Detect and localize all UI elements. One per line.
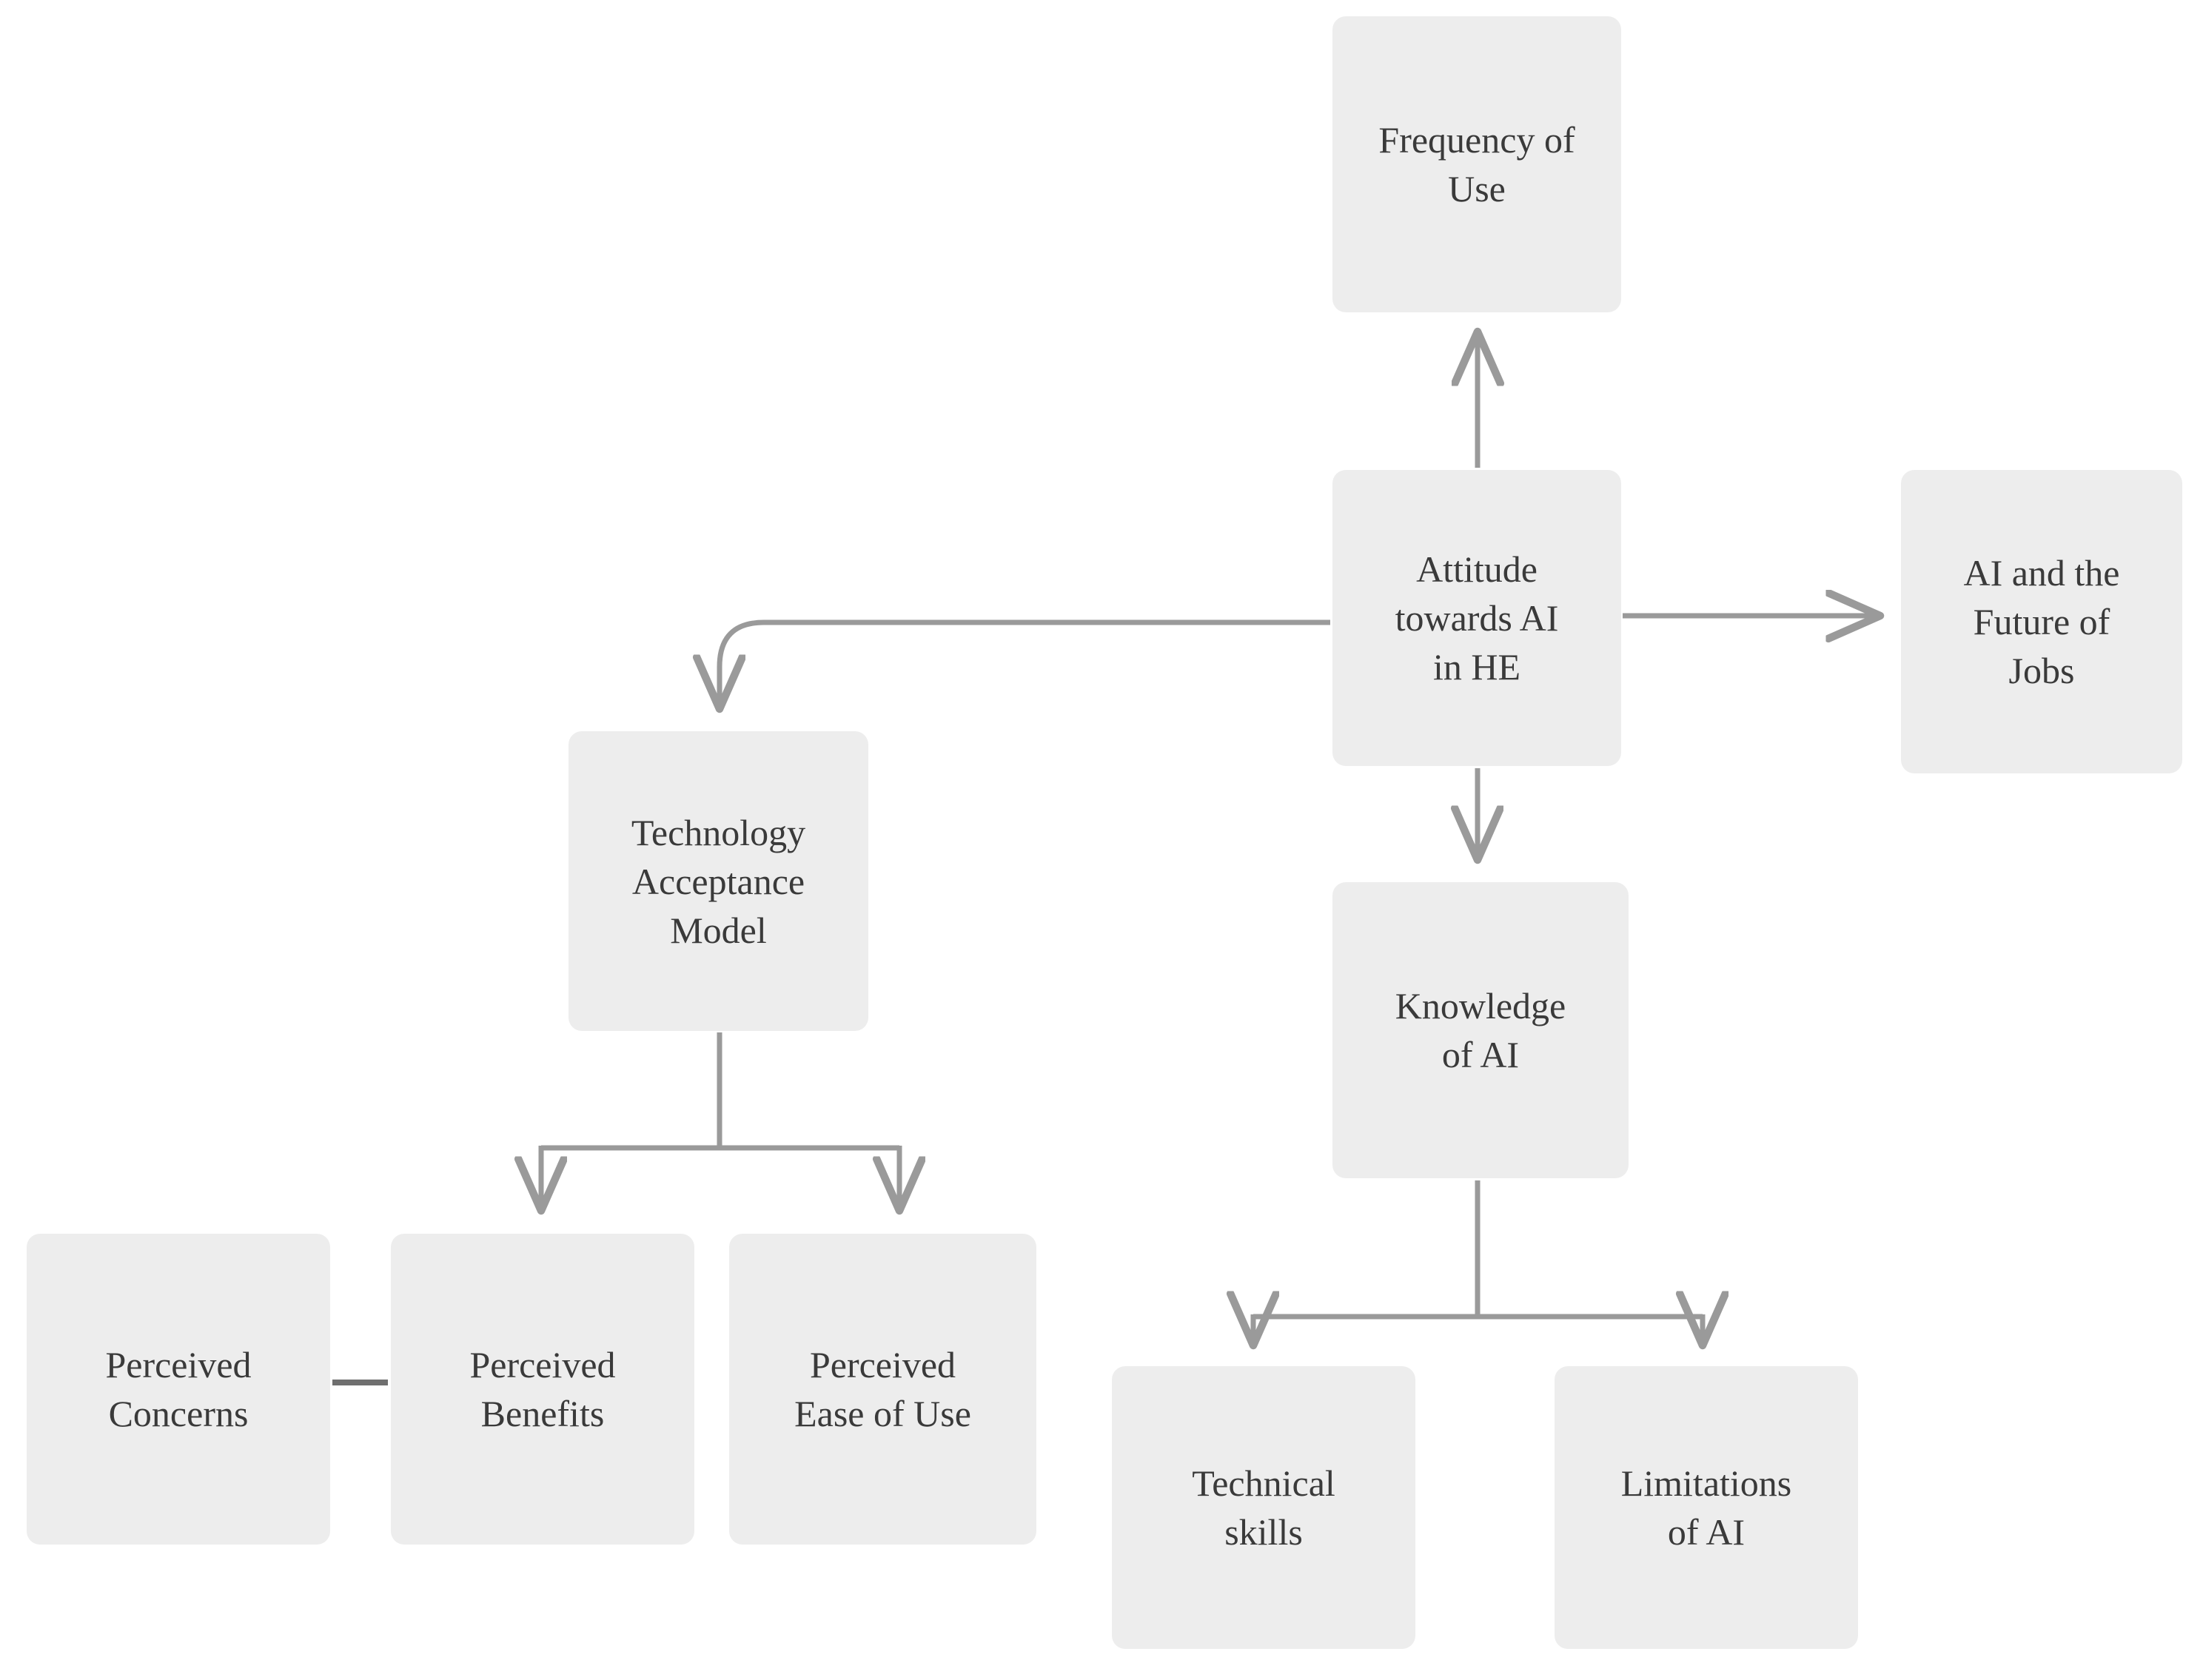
node-attitude-towards-ai[interactable]: Attitude towards AI in HE	[1332, 470, 1621, 766]
node-label: Perceived Benefits	[469, 1344, 616, 1434]
node-label: Limitations of AI	[1620, 1462, 1792, 1553]
node-label: Perceived Ease of Use	[794, 1344, 971, 1434]
edge-attitude-to-tam	[720, 619, 1330, 709]
node-label: Attitude towards AI in HE	[1395, 548, 1559, 688]
node-technical-skills[interactable]: Technical skills	[1112, 1366, 1415, 1649]
node-perceived-ease-of-use[interactable]: Perceived Ease of Use	[729, 1234, 1036, 1545]
node-label: AI and the Future of Jobs	[1963, 552, 2120, 691]
node-ai-future-of-jobs[interactable]: AI and the Future of Jobs	[1901, 470, 2182, 773]
node-technology-acceptance-model[interactable]: Technology Acceptance Model	[569, 731, 868, 1031]
node-label: Technology Acceptance Model	[631, 811, 806, 951]
node-label: Perceived Concerns	[105, 1344, 252, 1434]
node-label: Frequency of Use	[1378, 119, 1575, 209]
node-label: Technical skills	[1192, 1462, 1335, 1553]
node-perceived-benefits[interactable]: Perceived Benefits	[391, 1234, 694, 1545]
node-label: Knowledge of AI	[1395, 985, 1566, 1075]
node-limitations-of-ai[interactable]: Limitations of AI	[1555, 1366, 1858, 1649]
node-frequency-of-use[interactable]: Frequency of Use	[1332, 16, 1621, 312]
node-knowledge-of-ai[interactable]: Knowledge of AI	[1332, 882, 1629, 1178]
node-perceived-concerns[interactable]: Perceived Concerns	[27, 1234, 330, 1545]
